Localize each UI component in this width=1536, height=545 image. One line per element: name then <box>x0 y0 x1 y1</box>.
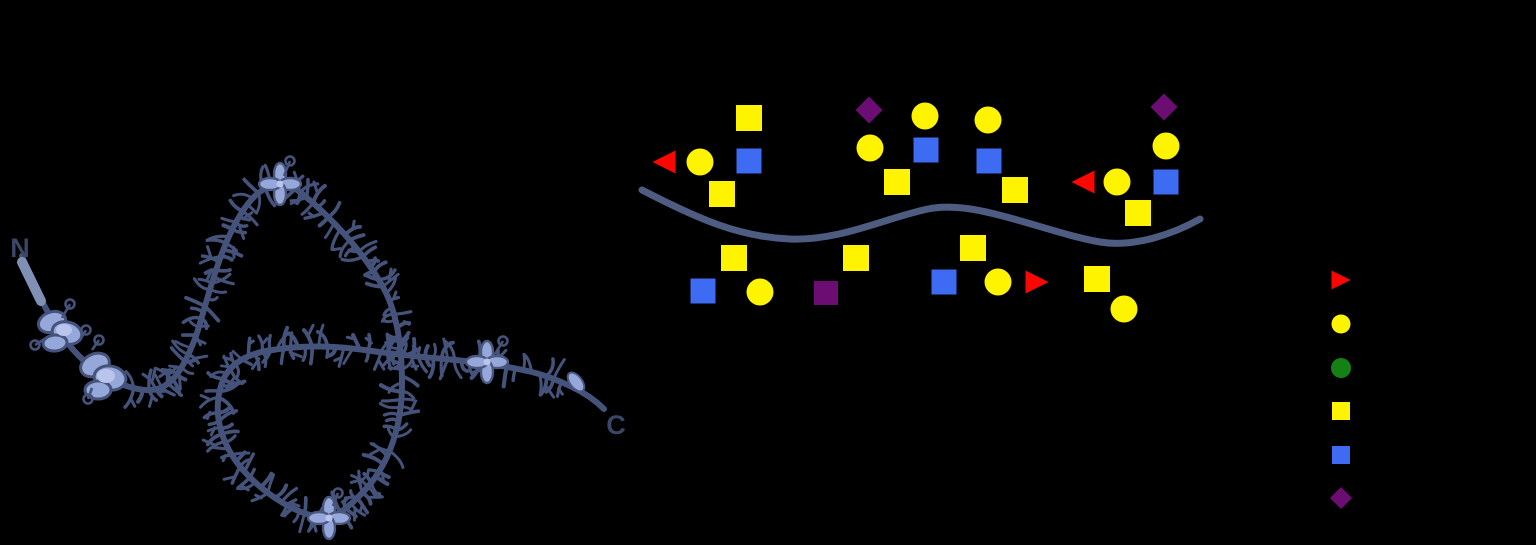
blue-square-symbol <box>931 269 957 295</box>
yellow-square-symbol <box>1125 200 1151 226</box>
c-terminus-label: C <box>606 410 626 440</box>
blue-square-symbol <box>1332 446 1350 464</box>
yellow-circle-symbol <box>686 148 714 176</box>
blue-square-symbol <box>690 278 716 304</box>
yellow-square-symbol <box>709 181 735 207</box>
glycan-flowers <box>257 161 586 541</box>
mucin-protein-diagram: N C <box>10 155 626 541</box>
blue-square-symbol <box>976 148 1002 174</box>
blue-square-symbol <box>736 148 762 174</box>
purple-square-symbol <box>814 281 838 305</box>
yellow-circle-symbol <box>1331 314 1351 334</box>
yellow-square-symbol <box>884 169 910 195</box>
n-terminus-label: N <box>10 233 30 263</box>
purple-diamond-symbol <box>1330 487 1352 509</box>
yellow-square-symbol <box>721 245 747 271</box>
yellow-square-symbol <box>1084 266 1110 292</box>
n-terminal-rod <box>17 257 46 306</box>
yellow-circle-symbol <box>1152 132 1180 160</box>
membrane-wave-line <box>638 186 1204 247</box>
yellow-circle-symbol <box>1110 295 1138 323</box>
yellow-square-symbol <box>843 245 869 271</box>
red-triangle-right-symbol <box>1025 270 1049 294</box>
yellow-square-symbol <box>736 105 762 131</box>
yellow-circle-symbol <box>974 106 1002 134</box>
blue-square-symbol <box>913 137 939 163</box>
red-triangle-left-symbol <box>652 150 676 174</box>
yellow-circle-symbol <box>1103 168 1131 196</box>
legend <box>1330 270 1352 509</box>
yellow-square-symbol <box>960 235 986 261</box>
o-glycan-bristles <box>123 163 566 534</box>
yellow-square-symbol <box>1002 177 1028 203</box>
red-triangle-right-symbol <box>1331 270 1351 290</box>
purple-diamond-symbol <box>1150 93 1178 121</box>
blue-square-symbol <box>1153 169 1179 195</box>
yellow-square-symbol <box>1332 402 1350 420</box>
glycan-symbols <box>652 93 1180 323</box>
yellow-circle-symbol <box>746 278 774 306</box>
yellow-circle-symbol <box>856 134 884 162</box>
glycan-rings <box>29 155 509 507</box>
green-circle-symbol <box>1331 358 1351 378</box>
purple-diamond-symbol <box>855 96 883 124</box>
n-glycan-clusters <box>36 309 128 401</box>
glycan-symbol-field <box>638 93 1204 323</box>
yellow-circle-symbol <box>911 102 939 130</box>
red-triangle-left-symbol <box>1071 170 1095 194</box>
yellow-circle-symbol <box>984 268 1012 296</box>
